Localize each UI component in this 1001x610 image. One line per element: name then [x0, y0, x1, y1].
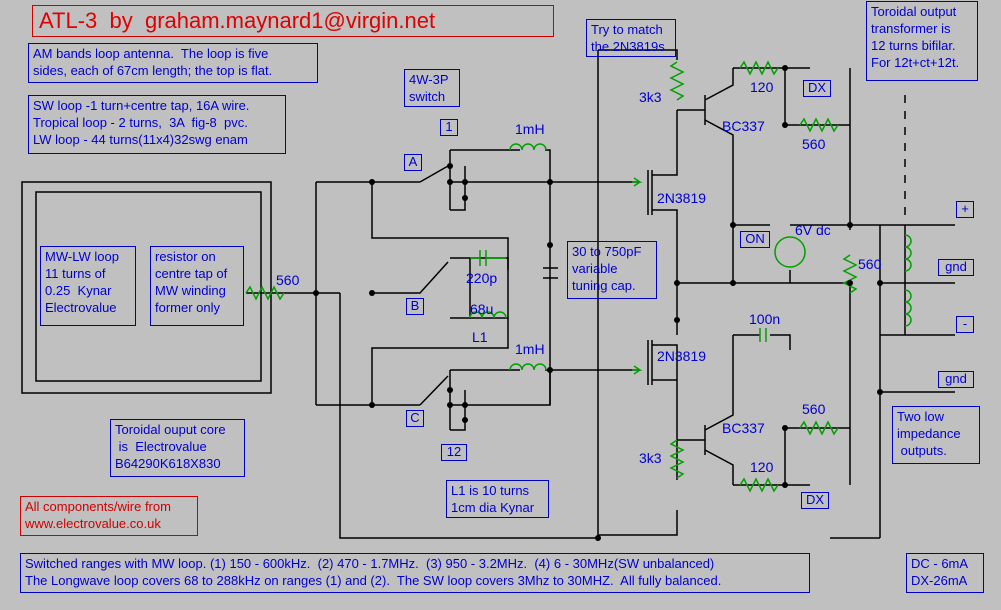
- note-sw-loop: SW loop -1 turn+centre tap, 16A wire. Tr…: [28, 95, 286, 154]
- on-switch: ON: [740, 231, 770, 248]
- label-220p: 220p: [466, 270, 498, 286]
- label-bc337-top: BC337: [722, 118, 765, 134]
- note-switch: 4W-3P switch: [404, 69, 460, 107]
- note-mw-loop: MW-LW loop 11 turns of 0.25 Kynar Electr…: [40, 246, 136, 326]
- dx-switch-top: DX: [803, 80, 831, 97]
- note-core: Toroidal ouput core is Electrovalue B642…: [110, 419, 245, 477]
- outer-loop: [21, 181, 272, 394]
- switch-position-12: 12: [441, 444, 467, 461]
- label-100n: 100n: [749, 311, 781, 327]
- label-bc337-bottom: BC337: [722, 420, 765, 436]
- label-r560-bottom: 560: [802, 401, 826, 417]
- label-r560-top: 560: [802, 136, 826, 152]
- switch-label-b: B: [406, 298, 424, 315]
- note-ranges: Switched ranges with MW loop. (1) 150 - …: [20, 553, 810, 593]
- label-r560-input: 560: [276, 272, 300, 288]
- label-3k3-bottom: 3k3: [639, 450, 662, 466]
- note-transformer: Toroidal output transformer is 12 turns …: [866, 1, 978, 81]
- note-outputs: Two low impedance outputs.: [892, 406, 980, 464]
- dx-switch-bottom: DX: [801, 492, 829, 509]
- switch-label-a: A: [404, 154, 422, 171]
- switch-label-c: C: [406, 410, 424, 427]
- label-68u: 68u: [470, 301, 494, 317]
- note-components: All components/wire from www.electrovalu…: [20, 496, 198, 536]
- page-title: ATL-3 by graham.maynard1@virgin.net: [32, 5, 554, 37]
- note-loop-antenna: AM bands loop antenna. The loop is five …: [28, 43, 318, 83]
- switch-position-1: 1: [440, 119, 458, 136]
- label-r120-top: 120: [750, 79, 774, 95]
- label-l1: L1: [472, 329, 488, 345]
- label-r560-mid: 560: [858, 256, 882, 272]
- note-resistor: resistor on centre tap of MW winding for…: [150, 246, 244, 326]
- output-gnd-1: gnd: [938, 259, 974, 276]
- note-match: Try to match the 2N3819s: [586, 19, 676, 57]
- output-minus: -: [956, 316, 974, 333]
- note-tuning: 30 to 750pF variable tuning cap.: [567, 241, 657, 299]
- label-1mh-top: 1mH: [515, 121, 545, 137]
- output-plus: +: [956, 201, 974, 218]
- note-l1: L1 is 10 turns 1cm dia Kynar: [446, 480, 549, 518]
- label-1mh-bottom: 1mH: [515, 341, 545, 357]
- label-battery: 6V dc: [795, 222, 831, 238]
- label-fet-bottom: 2N3819: [657, 348, 707, 364]
- note-current: DC - 6mA DX-26mA: [906, 553, 984, 593]
- output-gnd-2: gnd: [938, 371, 974, 388]
- label-fet-top: 2N3819: [657, 190, 707, 206]
- label-r120-bottom: 120: [750, 459, 774, 475]
- inner-loop: [35, 191, 262, 382]
- label-3k3-top: 3k3: [639, 89, 662, 105]
